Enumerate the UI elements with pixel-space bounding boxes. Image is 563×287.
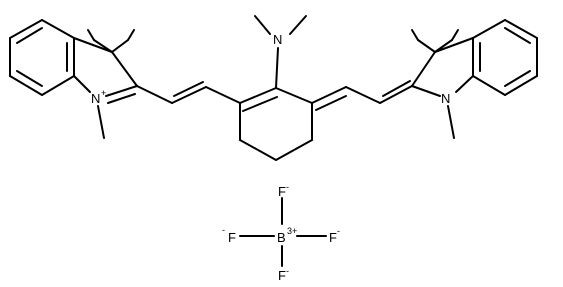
fluorine-right-label: F bbox=[329, 230, 337, 245]
left-vinyl-linker bbox=[136, 81, 241, 104]
right-nitrogen-label: N bbox=[441, 91, 450, 106]
fluorine-right-charge: - bbox=[337, 226, 340, 236]
fluorine-bottom-label: F bbox=[278, 268, 286, 283]
left-nitrogen-charge: + bbox=[101, 88, 106, 98]
left-indolium-ring bbox=[9, 19, 138, 139]
right-indoline-ring bbox=[411, 19, 538, 139]
dimethylamino-nitrogen-label: N bbox=[273, 32, 282, 47]
central-cyclohexene-ring bbox=[239, 15, 313, 161]
fluorine-top-charge: - bbox=[286, 182, 289, 192]
boron-label: B bbox=[277, 230, 286, 245]
tetrafluoroborate-bonds bbox=[239, 197, 327, 267]
fluorine-top-label: F bbox=[278, 184, 286, 199]
fluorine-bottom-charge: - bbox=[286, 266, 289, 276]
boron-charge: 3+ bbox=[287, 226, 297, 236]
left-nitrogen-label: N bbox=[91, 91, 100, 106]
fluorine-left-charge: - bbox=[222, 225, 225, 235]
right-vinyl-linker bbox=[311, 80, 413, 111]
fluorine-left-label: F bbox=[228, 230, 236, 245]
